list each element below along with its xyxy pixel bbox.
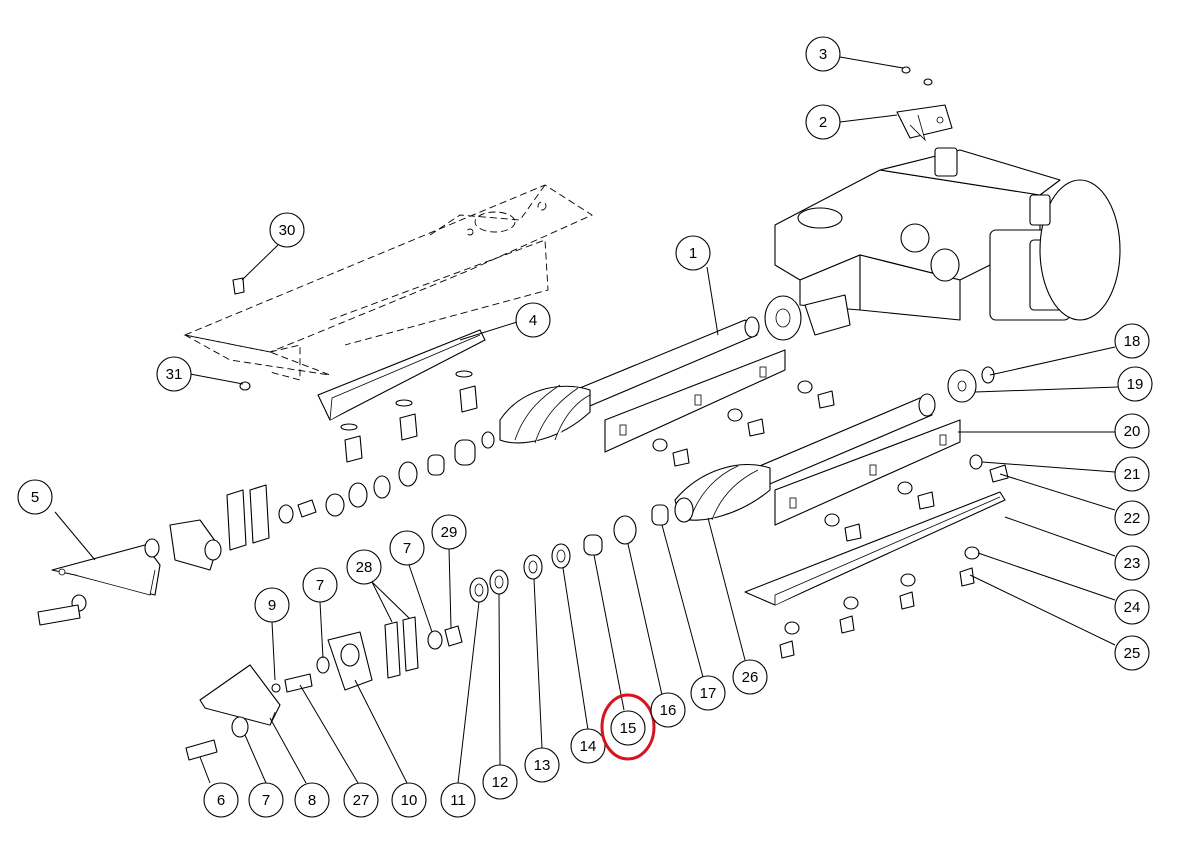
callout-14: 14 xyxy=(570,728,606,764)
callout-22: 22 xyxy=(1114,500,1150,536)
callout-6: 6 xyxy=(203,782,239,818)
callout-15[interactable]: 15 xyxy=(600,693,656,761)
callout-7-bottom: 7 xyxy=(248,782,284,818)
svg-text:18: 18 xyxy=(1124,333,1141,350)
svg-text:12: 12 xyxy=(492,774,509,791)
callout-24: 24 xyxy=(1114,589,1150,625)
svg-text:1: 1 xyxy=(689,245,697,262)
callout-28: 28 xyxy=(346,549,382,585)
svg-text:2: 2 xyxy=(819,114,827,131)
svg-text:3: 3 xyxy=(819,46,827,63)
callout-25: 25 xyxy=(1114,635,1150,671)
upper-auger-shaft xyxy=(499,316,786,453)
callout-9: 9 xyxy=(254,587,290,623)
left-support-bracket xyxy=(51,544,161,596)
svg-text:21: 21 xyxy=(1124,466,1141,483)
svg-text:10: 10 xyxy=(401,792,418,809)
svg-text:28: 28 xyxy=(356,559,373,576)
svg-text:25: 25 xyxy=(1124,645,1141,662)
right-hardware xyxy=(652,366,1009,659)
callout-17: 17 xyxy=(690,675,726,711)
callout-21: 21 xyxy=(1114,456,1150,492)
lower-left-hardware xyxy=(185,616,463,761)
callout-18: 18 xyxy=(1114,323,1150,359)
svg-text:22: 22 xyxy=(1124,510,1141,527)
callout-26: 26 xyxy=(732,659,768,695)
callout-20: 20 xyxy=(1114,413,1150,449)
svg-text:7: 7 xyxy=(403,540,411,557)
upper-frame-plate xyxy=(183,184,593,381)
callout-3: 3 xyxy=(805,36,841,72)
gearbox-assembly xyxy=(764,147,1121,341)
svg-text:8: 8 xyxy=(308,792,316,809)
svg-text:19: 19 xyxy=(1127,376,1144,393)
svg-text:16: 16 xyxy=(660,702,677,719)
left-bolt xyxy=(37,604,81,626)
callout-16: 16 xyxy=(650,692,686,728)
svg-text:7: 7 xyxy=(262,792,270,809)
svg-text:11: 11 xyxy=(450,792,466,809)
upper-angle-strip xyxy=(317,329,486,421)
upper-small-bolts xyxy=(232,277,478,463)
callout-5: 5 xyxy=(17,479,53,515)
small-screws xyxy=(901,66,933,86)
callout-1: 1 xyxy=(675,235,711,271)
svg-text:14: 14 xyxy=(580,738,597,755)
highlight-ring xyxy=(600,693,656,761)
callout-30: 30 xyxy=(269,212,305,248)
callout-29: 29 xyxy=(431,514,467,550)
svg-text:20: 20 xyxy=(1124,423,1141,440)
svg-text:17: 17 xyxy=(700,685,717,702)
upper-bearing-stack xyxy=(278,431,495,524)
svg-text:5: 5 xyxy=(31,489,39,506)
callout-31: 31 xyxy=(156,356,192,392)
svg-text:29: 29 xyxy=(441,524,458,541)
lower-bearing-stack xyxy=(469,504,669,603)
callout-23: 23 xyxy=(1114,545,1150,581)
lower-auger-shaft xyxy=(674,393,961,526)
svg-text:13: 13 xyxy=(534,757,551,774)
svg-text:6: 6 xyxy=(217,792,225,809)
svg-text:15: 15 xyxy=(620,720,637,737)
callout-8: 8 xyxy=(294,782,330,818)
svg-text:31: 31 xyxy=(166,366,183,383)
callout-4: 4 xyxy=(515,302,551,338)
callout-11: 11 xyxy=(440,782,476,818)
svg-text:9: 9 xyxy=(268,597,276,614)
callout-7-upper: 7 xyxy=(389,530,425,566)
scraper-strip xyxy=(744,491,1006,606)
callout-12: 12 xyxy=(482,764,518,800)
cover-bracket xyxy=(896,104,953,142)
svg-text:4: 4 xyxy=(529,312,537,329)
callout-2: 2 xyxy=(805,104,841,140)
svg-text:7: 7 xyxy=(316,577,324,594)
leader-lines xyxy=(54,56,1119,784)
callout-10: 10 xyxy=(391,782,427,818)
spacer-plates-left xyxy=(226,484,270,551)
svg-text:30: 30 xyxy=(279,222,296,239)
callout-7-mid: 7 xyxy=(302,567,338,603)
callout-19: 19 xyxy=(1117,366,1153,402)
svg-text:27: 27 xyxy=(353,792,370,809)
svg-text:26: 26 xyxy=(742,669,759,686)
svg-text:23: 23 xyxy=(1124,555,1141,572)
callout-13: 13 xyxy=(524,747,560,783)
svg-text:24: 24 xyxy=(1124,599,1141,616)
callout-27: 27 xyxy=(343,782,379,818)
